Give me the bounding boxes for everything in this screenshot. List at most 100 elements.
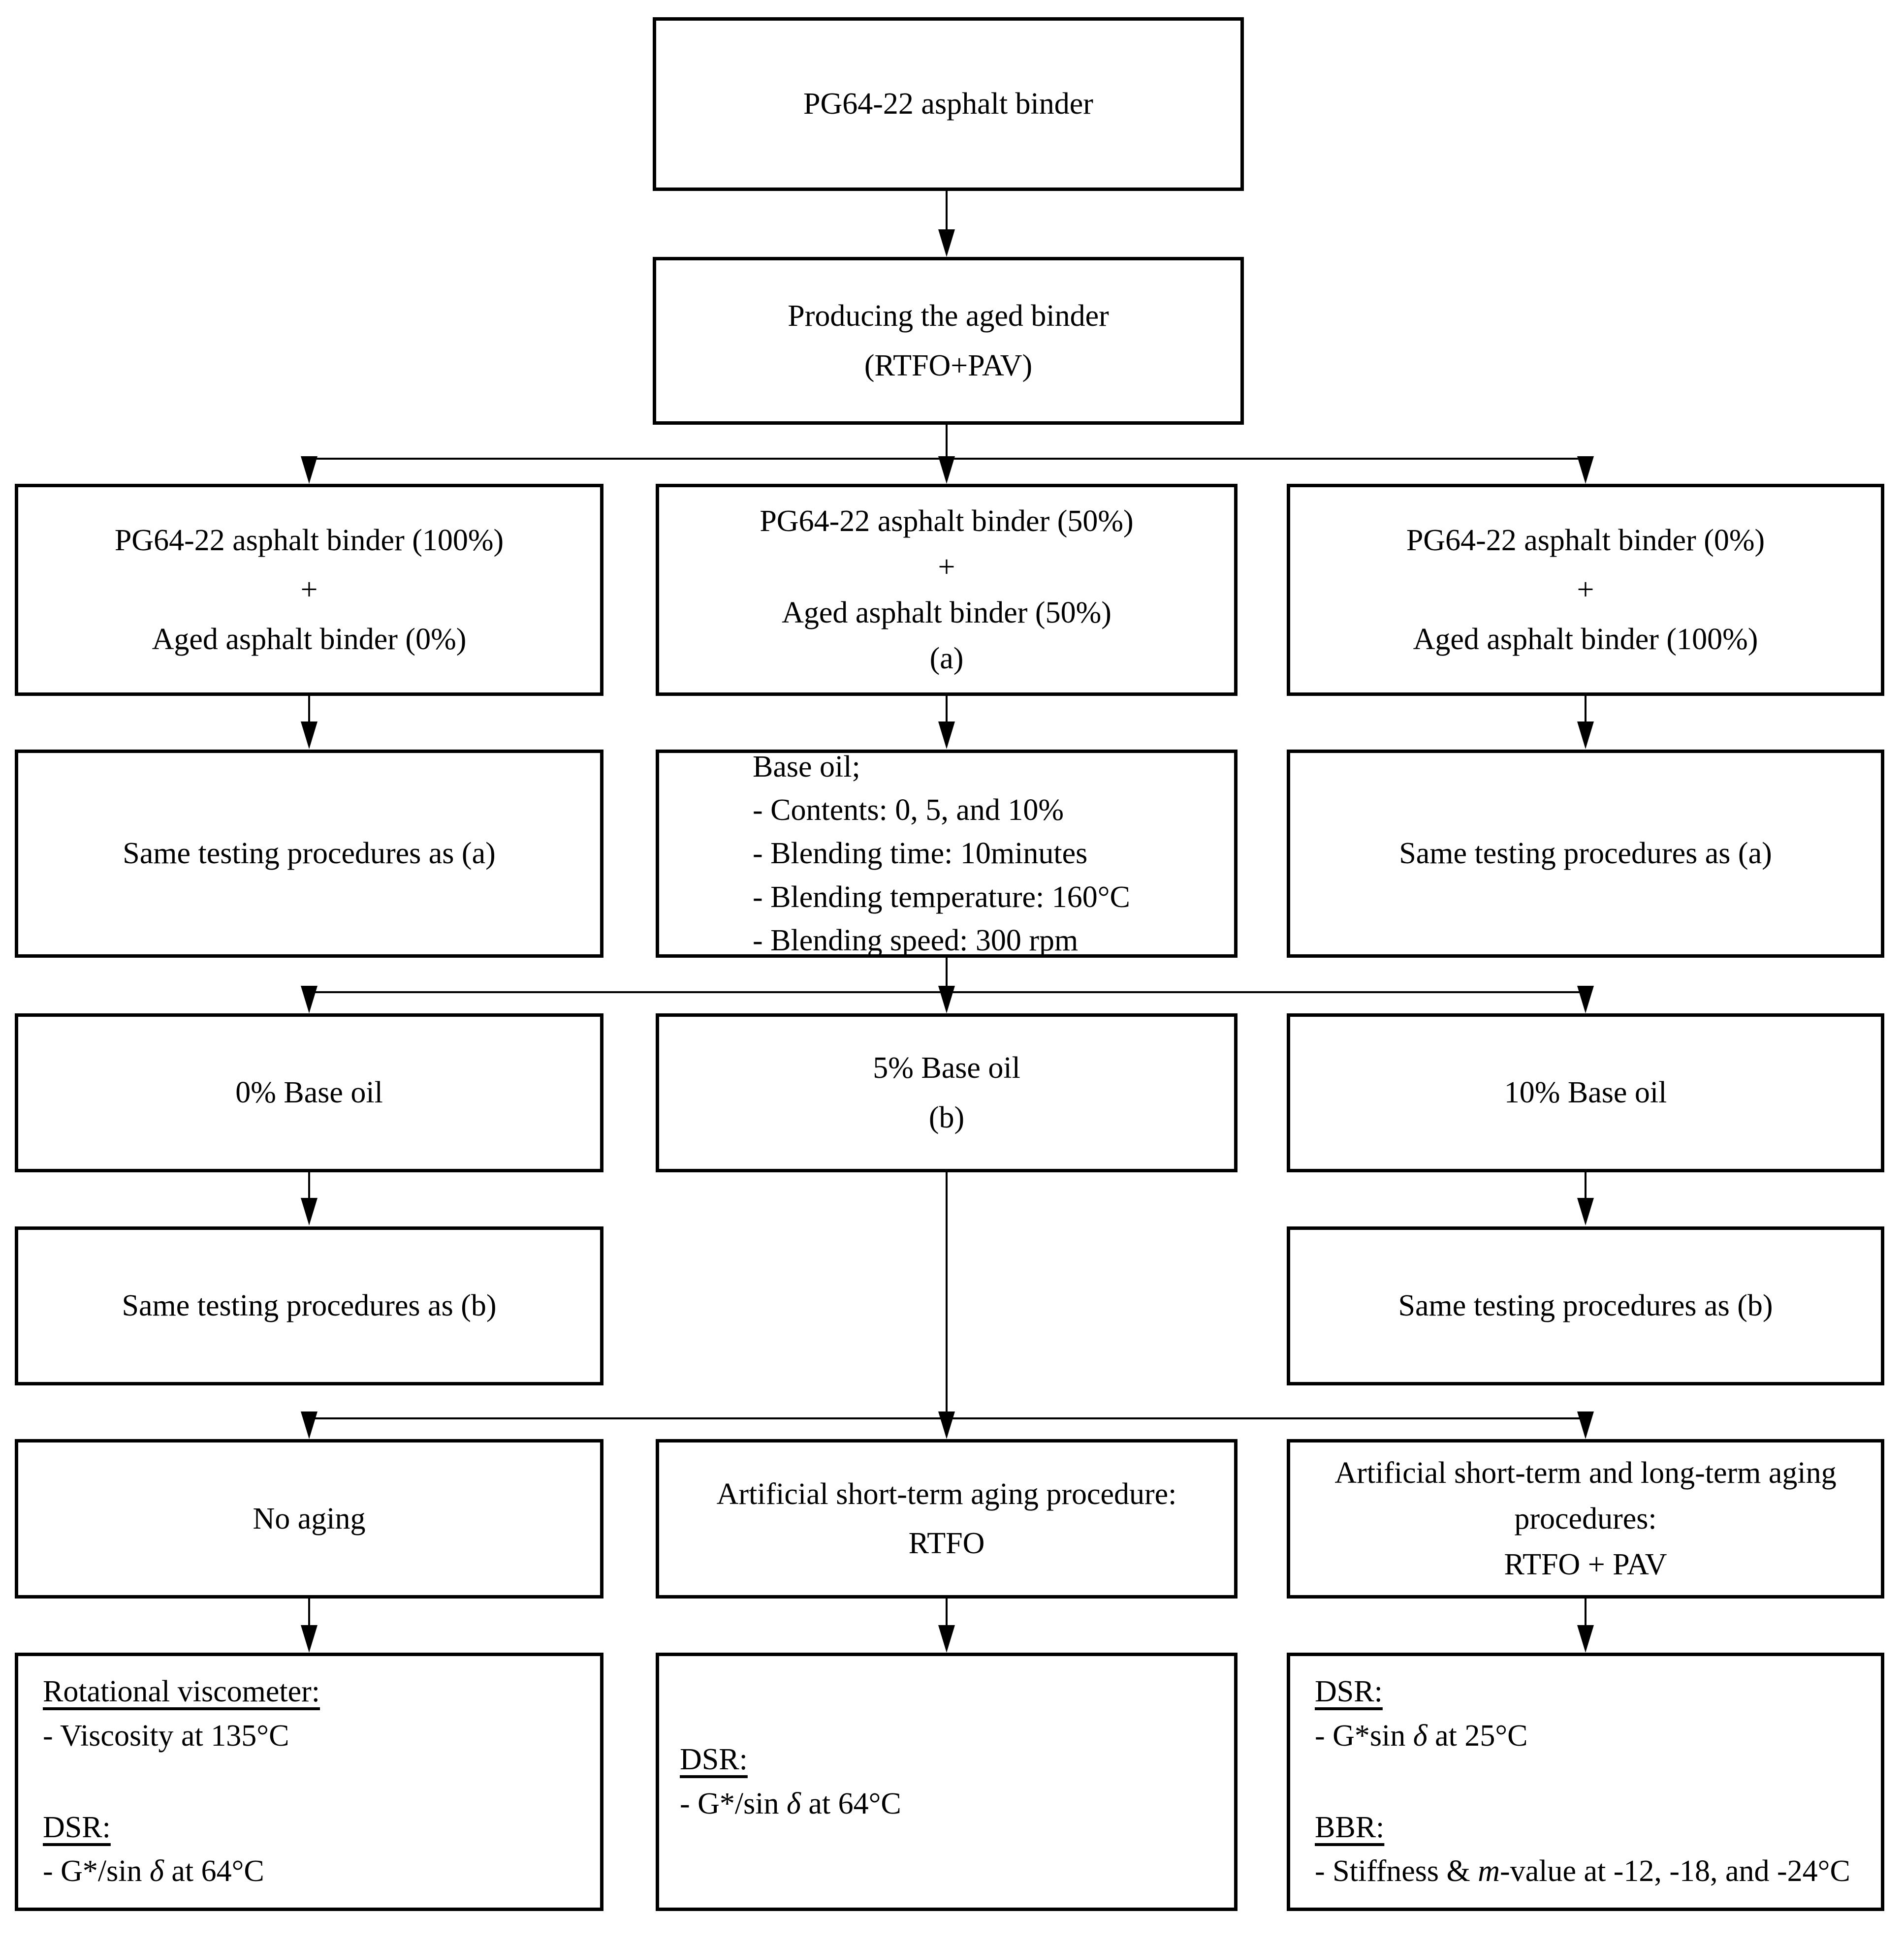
node-label: +	[938, 550, 955, 584]
arrow-down-icon	[938, 721, 955, 749]
node-list-item: - Blending speed: 300 rpm	[753, 923, 1079, 957]
node-label: PG64-22 asphalt binder (0%)	[1406, 523, 1765, 557]
node-label: Artificial short-term aging procedure:	[716, 1477, 1177, 1511]
delta-symbol: δ	[787, 1787, 801, 1820]
m-symbol: m	[1478, 1854, 1500, 1888]
arrow-down-icon	[938, 986, 955, 1013]
arrow-down-icon	[301, 986, 317, 1013]
connector-line	[1585, 1599, 1587, 1629]
delta-symbol: δ	[1413, 1719, 1428, 1753]
test-heading: Rotational viscometer:	[43, 1674, 320, 1708]
node-blend-100-0: PG64-22 asphalt binder (100%) + Aged asp…	[15, 484, 603, 696]
test-item: - G*/sin δ at 64°C	[43, 1850, 264, 1894]
node-label: Artificial short-term and long-term agin…	[1334, 1456, 1837, 1490]
delta-symbol: δ	[150, 1854, 164, 1888]
node-label: PG64-22 asphalt binder	[803, 87, 1093, 121]
node-label: (b)	[928, 1100, 965, 1134]
connector-line	[946, 425, 948, 460]
node-label: Same testing procedures as (b)	[122, 1289, 497, 1323]
connector-line	[308, 1172, 310, 1205]
node-label: +	[1577, 573, 1594, 607]
node-label: RTFO + PAV	[1504, 1547, 1667, 1581]
node-label: Same testing procedures as (a)	[1399, 837, 1772, 871]
test-heading: BBR:	[1315, 1810, 1385, 1844]
connector-line	[946, 1599, 948, 1629]
arrow-down-icon	[1577, 986, 1594, 1013]
connector-line	[1585, 1172, 1587, 1205]
connector-line	[946, 958, 948, 993]
test-item-text: at 64°C	[800, 1787, 901, 1820]
test-item: - G*sin δ at 25°C	[1315, 1714, 1528, 1758]
test-item-text: -value at -12, -18, and -24°C	[1500, 1854, 1850, 1888]
test-item-text: - G*/sin	[680, 1787, 787, 1820]
arrow-down-icon	[301, 1198, 317, 1225]
test-heading: DSR:	[680, 1742, 748, 1776]
arrow-down-icon	[938, 1411, 955, 1439]
test-item-text: - Stiffness &	[1315, 1854, 1478, 1888]
node-same-testing-b-left: Same testing procedures as (b)	[15, 1226, 603, 1385]
test-item: - Viscosity at 135°C	[43, 1719, 289, 1753]
node-label: RTFO	[908, 1527, 985, 1560]
node-list-item: - Blending time: 10minutes	[753, 837, 1088, 871]
node-list-item: - Blending temperature: 160°C	[753, 880, 1130, 914]
connector-line	[308, 1599, 310, 1629]
node-label: (RTFO+PAV)	[864, 348, 1033, 382]
node-title: Base oil;	[753, 750, 860, 784]
node-label: 10% Base oil	[1504, 1076, 1667, 1110]
node-label: Producing the aged binder	[788, 299, 1109, 333]
node-label: Aged asphalt binder (100%)	[1413, 622, 1758, 656]
arrow-down-icon	[1577, 456, 1594, 484]
node-label: Same testing procedures as (a)	[123, 837, 496, 871]
node-tests-rtfo: DSR: - G*/sin δ at 64°C	[656, 1653, 1238, 1911]
node-10-base-oil: 10% Base oil	[1287, 1013, 1884, 1172]
node-label: (a)	[929, 641, 964, 675]
node-same-testing-a-right: Same testing procedures as (a)	[1287, 750, 1884, 958]
test-item-text: at 25°C	[1427, 1719, 1528, 1753]
arrow-down-icon	[301, 721, 317, 749]
node-same-testing-a-left: Same testing procedures as (a)	[15, 750, 603, 958]
node-tests-no-aging: Rotational viscometer: - Viscosity at 13…	[15, 1653, 603, 1911]
node-label: Aged asphalt binder (0%)	[152, 622, 467, 656]
node-list-item: - Contents: 0, 5, and 10%	[753, 793, 1064, 827]
test-item-text: - G*/sin	[43, 1854, 150, 1888]
node-5-base-oil: 5% Base oil (b)	[656, 1013, 1238, 1172]
node-tests-rtfo-pav: DSR: - G*sin δ at 25°C BBR: - Stiffness …	[1287, 1653, 1884, 1911]
test-item-text: at 64°C	[163, 1854, 264, 1888]
node-pg64-asphalt-binder: PG64-22 asphalt binder	[653, 17, 1244, 191]
node-label: Same testing procedures as (b)	[1398, 1289, 1773, 1323]
connector-line	[946, 1172, 948, 1418]
connector-line	[946, 191, 948, 232]
arrow-down-icon	[1577, 1411, 1594, 1439]
node-base-oil: Base oil; - Contents: 0, 5, and 10% - Bl…	[656, 750, 1238, 958]
node-label: PG64-22 asphalt binder (100%)	[114, 523, 504, 557]
arrow-down-icon	[301, 1411, 317, 1439]
node-0-base-oil: 0% Base oil	[15, 1013, 603, 1172]
node-blend-0-100: PG64-22 asphalt binder (0%) + Aged aspha…	[1287, 484, 1884, 696]
node-same-testing-b-right: Same testing procedures as (b)	[1287, 1226, 1884, 1385]
node-rtfo-aging: Artificial short-term aging procedure: R…	[656, 1439, 1238, 1599]
connector-line	[308, 696, 310, 728]
node-producing-aged-binder: Producing the aged binder (RTFO+PAV)	[653, 257, 1244, 425]
node-label: +	[300, 573, 318, 607]
node-label: Aged asphalt binder (50%)	[782, 596, 1111, 629]
test-item-text: - G*sin	[1315, 1719, 1413, 1753]
test-item: - Stiffness & m-value at -12, -18, and -…	[1315, 1850, 1850, 1894]
arrow-down-icon	[1577, 1198, 1594, 1225]
node-label: procedures:	[1514, 1502, 1657, 1536]
node-label: 5% Base oil	[873, 1051, 1020, 1085]
arrow-down-icon	[1577, 721, 1594, 749]
test-heading: DSR:	[43, 1810, 111, 1844]
node-label: PG64-22 asphalt binder (50%)	[760, 504, 1134, 538]
node-no-aging: No aging	[15, 1439, 603, 1599]
node-label: 0% Base oil	[235, 1076, 383, 1110]
test-item: - G*/sin δ at 64°C	[680, 1782, 901, 1826]
arrow-down-icon	[301, 456, 317, 484]
arrow-down-icon	[938, 456, 955, 484]
test-heading: DSR:	[1315, 1674, 1383, 1708]
arrow-down-icon	[1577, 1625, 1594, 1653]
arrow-down-icon	[301, 1625, 317, 1653]
node-blend-50-50: PG64-22 asphalt binder (50%) + Aged asph…	[656, 484, 1238, 696]
connector-line	[946, 696, 948, 728]
node-label: No aging	[253, 1502, 366, 1536]
